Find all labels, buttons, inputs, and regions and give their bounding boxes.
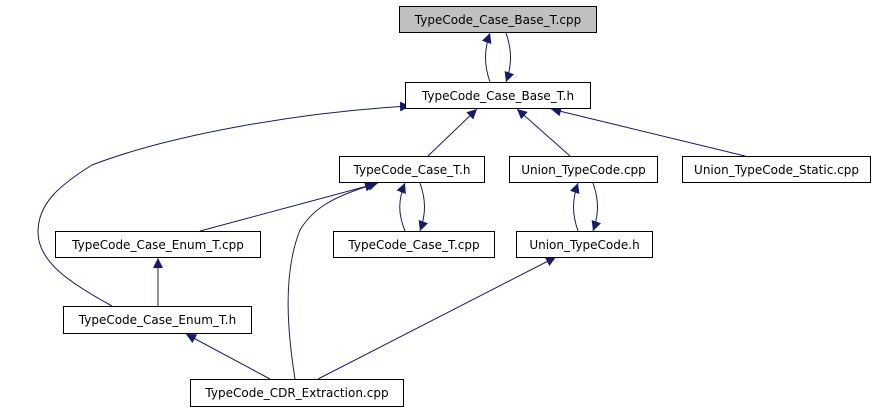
edge-base-h-to-base-cpp xyxy=(481,32,492,83)
edge-enum-h-to-base-h xyxy=(37,101,411,307)
edge-cdr-to-case-h xyxy=(287,181,379,380)
edge-case-cpp-to-case-h xyxy=(396,182,406,232)
node-typecode-case-base-t-h[interactable]: TypeCode_Case_Base_T.h xyxy=(405,82,591,109)
node-typecode-case-t-h[interactable]: TypeCode_Case_T.h xyxy=(339,156,485,183)
node-typecode-cdr-extraction-cpp[interactable]: TypeCode_CDR_Extraction.cpp xyxy=(190,379,404,407)
edge-enum-cpp-to-case-h xyxy=(199,181,376,232)
node-union-typecode-h[interactable]: Union_TypeCode.h xyxy=(516,231,653,258)
node-union-typecode-static-cpp[interactable]: Union_TypeCode_Static.cpp xyxy=(682,156,871,183)
edge-cdr-to-enum-h xyxy=(185,333,271,380)
edge-cdr-to-union-h xyxy=(317,256,557,380)
edge-case-h-to-case-cpp xyxy=(418,182,429,232)
edge-union-cpp-to-base-h xyxy=(516,108,571,157)
node-typecode-case-base-t-cpp[interactable]: TypeCode_Case_Base_T.cpp xyxy=(399,6,597,33)
edge-base-cpp-to-base-h xyxy=(504,32,515,83)
edge-case-h-to-base-h xyxy=(427,108,478,157)
node-typecode-case-enum-t-cpp[interactable]: TypeCode_Case_Enum_T.cpp xyxy=(55,231,261,258)
node-union-typecode-cpp[interactable]: Union_TypeCode.cpp xyxy=(509,156,658,183)
edge-union-h-to-union-cpp xyxy=(569,182,580,232)
node-typecode-case-t-cpp[interactable]: TypeCode_Case_T.cpp xyxy=(333,231,495,258)
edge-union-cpp-to-union-h xyxy=(591,182,602,232)
edge-union-static-to-base-h xyxy=(550,106,746,157)
node-typecode-case-enum-t-h[interactable]: TypeCode_Case_Enum_T.h xyxy=(63,306,252,334)
